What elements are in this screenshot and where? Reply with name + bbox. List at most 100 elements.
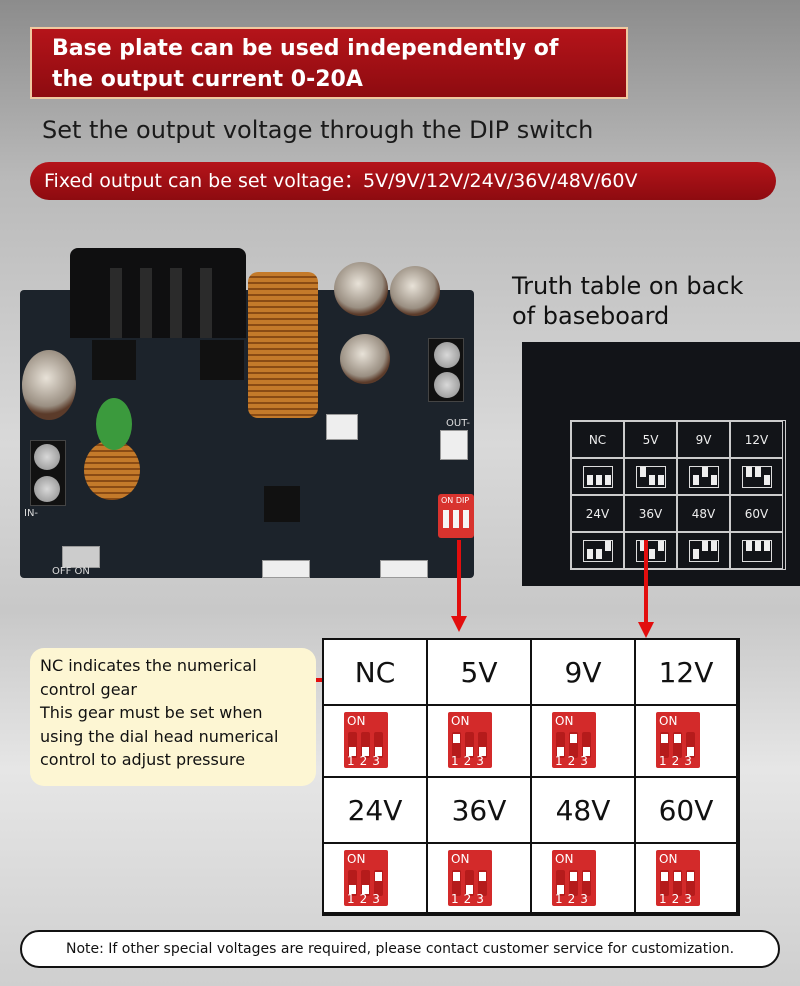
dip-on-label: ON [347, 714, 366, 728]
back-dip-cell [677, 532, 730, 569]
headline-line1: Base plate can be used independently of [52, 36, 559, 61]
dip-slot [660, 870, 669, 896]
arrow-down-icon [638, 622, 654, 638]
dip-slot [452, 732, 461, 758]
dip-slot [465, 870, 474, 896]
connector [326, 414, 358, 440]
dip-on-label: ON [659, 852, 678, 866]
back-header: 5V [624, 421, 677, 458]
dip-knob [453, 734, 460, 743]
back-dip-cell [730, 532, 783, 569]
dip-numbers: 123 [555, 754, 593, 768]
dip-knob [349, 747, 356, 756]
dip-on-label: ON [555, 714, 574, 728]
headline-line2: the output current 0-20A [52, 67, 363, 92]
dip-slot [452, 870, 461, 896]
inductor-coil [248, 272, 318, 418]
back-dip-cell [571, 458, 624, 495]
dip-slot [673, 870, 682, 896]
voltage-label: 12V [636, 640, 738, 706]
voltage-label: NC [324, 640, 428, 706]
pcb-board [20, 290, 474, 578]
dip-switch-icon: ON 123 [344, 712, 388, 768]
dip-slot [673, 732, 682, 758]
dip-slot [686, 870, 695, 896]
back-dip-cell [571, 532, 624, 569]
nc-note-line: control to adjust pressure [40, 750, 246, 769]
dip-slot [374, 870, 383, 896]
dip-switch-icon: ON 123 [656, 850, 700, 906]
dip-slot [465, 732, 474, 758]
dip-knob [466, 885, 473, 894]
output-label: OUT- [446, 418, 470, 429]
voltage-label: 5V [428, 640, 532, 706]
arrow-line [457, 540, 461, 618]
back-dip-cell [624, 532, 677, 569]
power-switch [62, 546, 100, 568]
footer-note: Note: If other special voltages are requ… [20, 930, 780, 968]
dip-knob [661, 734, 668, 743]
dip-knob [661, 872, 668, 881]
nc-note-line: NC indicates the numerical [40, 656, 257, 675]
dip-knob [362, 747, 369, 756]
dip-slot [361, 870, 370, 896]
back-header: 36V [624, 495, 677, 532]
nc-note: NC indicates the numerical control gear … [30, 648, 316, 786]
dip-knob [479, 872, 486, 881]
connector [440, 430, 468, 460]
dip-numbers: 123 [347, 754, 385, 768]
onoff-label: OFF ON [52, 566, 90, 577]
back-header: 12V [730, 421, 783, 458]
capacitor [390, 266, 440, 316]
dip-numbers: 123 [659, 754, 697, 768]
capacitor [340, 334, 390, 384]
capacitor [22, 350, 76, 420]
capacitor [334, 262, 388, 316]
connector [380, 560, 428, 578]
fixed-output-banner: Fixed output can be set voltage：5V/9V/12… [30, 162, 776, 200]
nc-note-line: control gear [40, 679, 137, 699]
dip-setting-cell: ON 123 [324, 706, 428, 778]
voltage-label: 9V [532, 640, 636, 706]
dip-knob [479, 747, 486, 756]
dip-slot [478, 870, 487, 896]
dip-knob [466, 747, 473, 756]
nc-note-line: This gear must be set when [40, 703, 263, 722]
dip-knob [375, 872, 382, 881]
dip-on-label: ON [659, 714, 678, 728]
dip-numbers: 123 [659, 892, 697, 906]
back-header: 9V [677, 421, 730, 458]
voltage-label: 60V [636, 778, 738, 844]
ferrite-ring [96, 398, 132, 450]
board-dip-switch: ON DIP [438, 494, 474, 538]
dip-slot [374, 732, 383, 758]
dip-switch-icon: ON 123 [656, 712, 700, 768]
dip-switch-icon: ON 123 [552, 712, 596, 768]
dip-slot [660, 732, 669, 758]
back-header: NC [571, 421, 624, 458]
terminal-screw [434, 342, 460, 368]
dip-label: ON DIP [441, 496, 470, 505]
dip-on-label: ON [555, 852, 574, 866]
dip-numbers: 123 [451, 754, 489, 768]
dip-knob [557, 747, 564, 756]
dip-knob [570, 734, 577, 743]
back-truth-table: NC 5V 9V 12V 24V 36V 48V 60V [570, 420, 786, 570]
dip-knob [557, 885, 564, 894]
arrow-line [644, 540, 648, 624]
mosfet-chip [92, 340, 136, 380]
back-header: 24V [571, 495, 624, 532]
headline-banner: Base plate can be used independently of … [30, 27, 628, 99]
terminal-screw [34, 444, 60, 470]
dip-knob [583, 747, 590, 756]
inductor-coil [84, 440, 140, 500]
terminal-screw [434, 372, 460, 398]
